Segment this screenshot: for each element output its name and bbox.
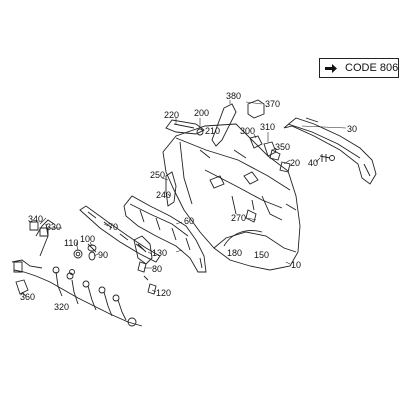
callout-120: 120	[156, 288, 171, 298]
lower-trim-panel	[283, 117, 377, 185]
callout-300: 300	[240, 126, 255, 136]
callout-70: 70	[108, 222, 118, 232]
callout-310: 310	[260, 122, 275, 132]
callout-250: 250	[150, 170, 165, 180]
clips	[137, 261, 157, 295]
callout-80: 80	[152, 264, 162, 274]
wiring-harness	[11, 219, 143, 327]
screw	[319, 154, 335, 162]
parking-sensors	[69, 243, 97, 275]
callout-10: 10	[291, 260, 301, 270]
bracket-250	[165, 171, 177, 207]
callout-numbers: 10 20 30 40 60 70 80 90 100 110 120 130 …	[20, 91, 357, 312]
callout-110: 110	[64, 238, 78, 248]
callout-240: 240	[156, 190, 171, 200]
leader-lines	[21, 100, 347, 297]
callout-130: 130	[152, 248, 167, 258]
washer	[196, 128, 204, 136]
mounting-rail	[79, 205, 161, 263]
callout-380: 380	[226, 91, 241, 101]
cover-cap	[247, 99, 265, 119]
callout-30: 30	[347, 124, 357, 134]
code-box: CODE 806	[319, 58, 399, 78]
trim-strip	[211, 103, 237, 147]
callout-20: 20	[290, 158, 300, 168]
callout-60: 60	[184, 216, 194, 226]
arrow-right-icon	[325, 64, 337, 73]
callout-360: 360	[20, 292, 35, 302]
callout-210: 210	[205, 126, 220, 136]
callout-200: 200	[194, 108, 209, 118]
callout-320: 320	[54, 302, 69, 312]
callout-40: 40	[308, 158, 318, 168]
code-label: CODE 806	[345, 62, 399, 74]
sensor-bracket	[133, 235, 153, 265]
callout-370: 370	[265, 99, 280, 109]
callout-100: 100	[80, 234, 95, 244]
callout-270: 270	[231, 213, 246, 223]
impact-absorber	[123, 195, 207, 273]
callout-330: 330	[46, 222, 61, 232]
callout-180: 180	[227, 248, 242, 258]
callout-220: 220	[164, 110, 179, 120]
bolt-270	[245, 199, 257, 223]
bumper-cover	[162, 123, 301, 271]
callout-350: 350	[275, 142, 290, 152]
callout-90: 90	[98, 250, 108, 260]
callout-340: 340	[28, 214, 43, 224]
side-guide-left	[165, 119, 205, 135]
callout-150: 150	[254, 250, 269, 260]
